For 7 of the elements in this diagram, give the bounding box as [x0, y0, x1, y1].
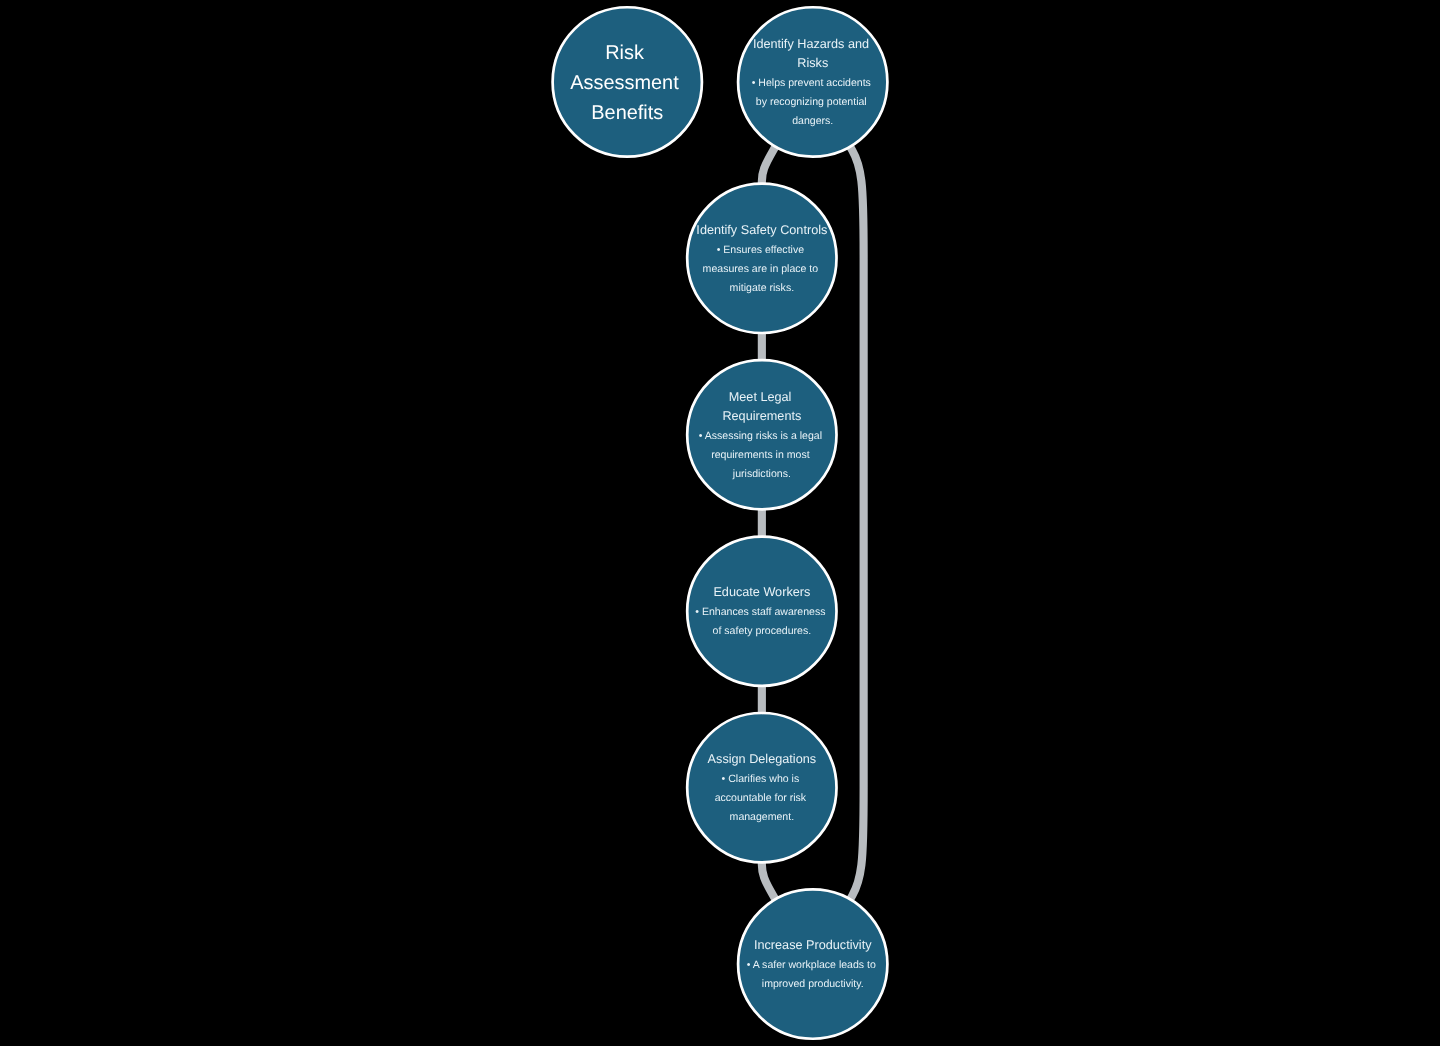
connector — [757, 860, 779, 902]
node-circle: Risk Assessment Benefits — [551, 5, 704, 158]
connector — [757, 331, 766, 362]
connector — [757, 507, 766, 539]
connector — [757, 144, 779, 186]
connector — [846, 144, 868, 902]
connector — [757, 684, 766, 715]
